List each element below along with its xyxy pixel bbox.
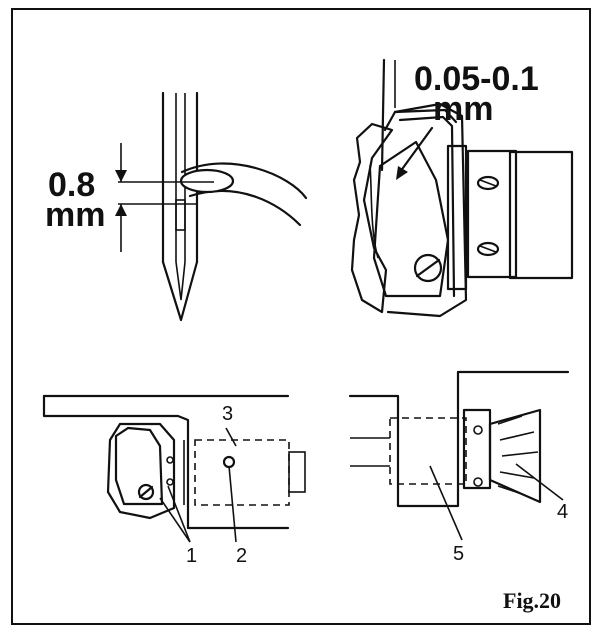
needle [161, 91, 199, 322]
needle-eye [175, 199, 186, 231]
leader-3 [225, 427, 237, 447]
part-number-5: 5 [453, 543, 465, 565]
leader-5 [429, 465, 463, 541]
hook-body [350, 122, 394, 314]
needle-detail [115, 91, 308, 322]
shaft-housing-5 [389, 417, 467, 485]
part-number-3: 3 [222, 403, 234, 425]
gap-hook-value-label: 0.05-0.1 [414, 60, 539, 98]
part-number-1: 1 [186, 545, 198, 567]
bevel-gear-4 [488, 408, 542, 504]
hook-shaft-housing [466, 149, 518, 279]
part-number-4: 4 [557, 501, 569, 523]
set-screw-2 [222, 455, 236, 469]
gap-needle-value-label: 0.8 [48, 166, 96, 204]
leader-1b [159, 497, 191, 543]
leader-2 [228, 465, 237, 543]
gap-hook-unit-label: mm [433, 90, 494, 128]
small-hook [106, 422, 176, 520]
gear-shaft-assembly [348, 370, 570, 541]
hook-detail [350, 58, 574, 318]
shaft-housing-3 [194, 439, 290, 506]
hook-gap-arrow [398, 126, 434, 174]
leader-1a [167, 485, 191, 543]
needle-line [380, 58, 386, 172]
gap-needle-unit-label: mm [45, 196, 106, 234]
needle-gap-marker [115, 143, 214, 252]
figure-caption: Fig.20 [503, 588, 562, 613]
part-number-2: 2 [236, 545, 248, 567]
figure-frame [11, 8, 591, 625]
hook-shaft-assembly [42, 394, 306, 543]
leader-4 [515, 463, 564, 501]
thread [179, 162, 308, 227]
